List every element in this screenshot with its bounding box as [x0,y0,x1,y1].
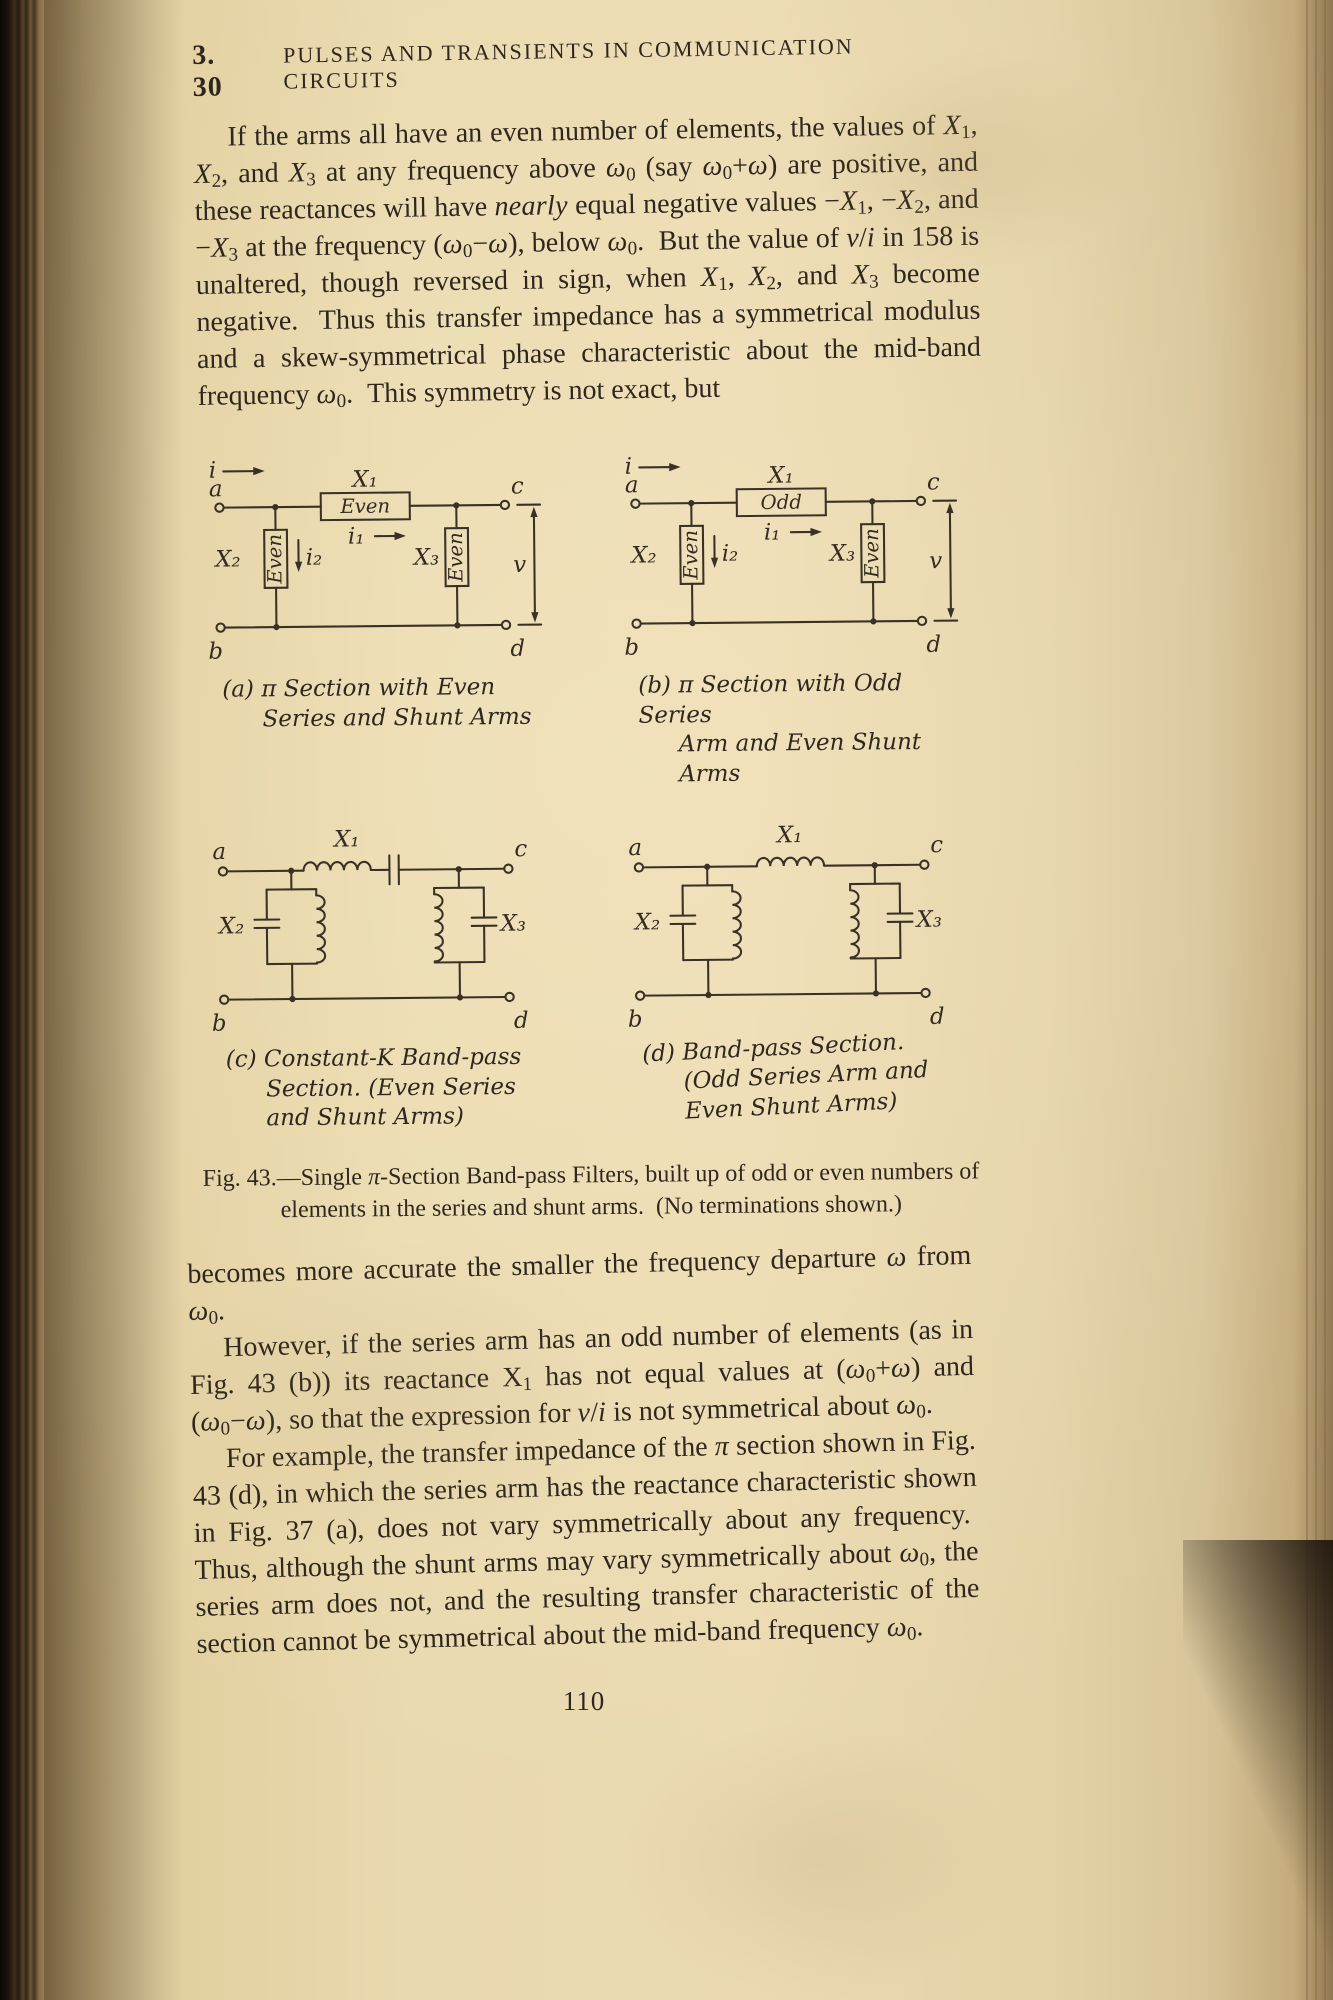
series-arm-label: Odd [761,490,802,513]
top-text-block: 3. 30 PULSES AND TRANSIENTS IN COMMUNICA… [192,28,982,416]
wires [630,462,959,629]
terminal-b-label: b [212,1010,227,1036]
reactance-x3-label: X₃ [828,540,856,566]
caption-panel-a: (a) π Section with Even Series and Shunt… [194,672,563,734]
page-number: 110 [562,1685,606,1716]
page-corner-shadow [1183,1540,1333,2000]
reactance-x1-label: X₁ [766,462,794,488]
figure-panel-c: a c X₁ X₂ X₃ b d (c) Constant-K Band-pas… [196,816,567,1134]
page-content: 3. 30 PULSES AND TRANSIENTS IN COMMUNICA… [187,34,981,1717]
terminal-a-label: a [209,476,223,502]
voltage-label: v [929,548,942,574]
terminal-a-label: a [212,839,226,865]
caption-b-line2: Arm and Even Shunt Arms [678,728,922,787]
caption-c-line2: Section. (Even Series [266,1073,517,1102]
labels: i a c X₁ Odd i₁ X₂ Even i₂ X₃ Even b [624,453,942,660]
reactance-x1-label: X₁ [350,466,378,492]
paragraph-1: If the arms all have an even number of e… [193,109,982,412]
terminal-d-label: d [930,1004,945,1030]
terminal-b-label: b [624,634,639,660]
bottom-text-block: becomes more accurate the smaller the fr… [187,1238,981,1664]
figure-caption-line2: elements in the series and shunt arms. (… [280,1191,903,1223]
current-i2-label: i₂ [306,544,323,570]
paragraph-2b: However, if the series arm has an odd nu… [189,1313,975,1440]
reactance-x2-label: X₂ [633,909,661,935]
current-i1-label: i₁ [764,519,781,545]
figure-row-1: i a c X₁ Even i₁ X₂ Even i₂ X₃ Even b [192,442,979,794]
figure-panel-b: i a c X₁ Odd i₁ X₂ Even i₂ X₃ Even b [608,442,979,790]
shunt-right-label: Even [860,528,883,579]
reactance-x1-label: X₁ [332,826,360,852]
current-i2-label: i₂ [722,540,739,566]
current-i-label: i [209,457,217,483]
wires [214,466,543,633]
terminal-b-label: b [628,1006,643,1032]
shunt-left-label: Even [263,533,286,584]
caption-c-line1: (c) Constant-K Band-pass [225,1043,522,1073]
labels: a c X₁ X₂ X₃ b d [212,826,529,1036]
labels: a c X₁ X₂ X₃ b d [628,822,945,1033]
wires [633,856,931,1001]
figure-panel-a: i a c X₁ Even i₁ X₂ Even i₂ X₃ Even b [192,446,563,794]
terminal-d-label: d [926,631,941,657]
chapter-title: PULSES AND TRANSIENTS IN COMMUNICATION C… [282,33,854,94]
terminal-a-label: a [625,472,639,498]
series-arm-label: Even [339,494,390,517]
circuit-diagram-d: a c X₁ X₂ X₃ b d [628,822,945,1033]
reactance-x1-label: X₁ [775,822,803,848]
book-spine-edge [0,0,44,2000]
caption-panel-c: (c) Constant-K Band-pass Section. (Even … [198,1043,567,1135]
terminal-c-label: c [511,473,524,499]
section-number: 3. 30 [192,39,223,103]
caption-a-line1: (a) π Section with Even [222,674,496,703]
circuit-diagram-a: i a c X₁ Even i₁ X₂ Even i₂ X₃ Even b [208,457,543,664]
current-i-label: i [625,453,633,479]
running-head: 3. 30 PULSES AND TRANSIENTS IN COMMUNICA… [192,28,977,104]
wires [217,853,515,1005]
terminal-c-label: c [930,832,943,858]
current-i1-label: i₁ [348,523,365,549]
figure-panel-d: a c X₁ X₂ X₃ b d (d) Band-pass Section. … [612,812,983,1130]
shunt-right-label: Even [444,532,467,583]
figure-43: i a c X₁ Even i₁ X₂ Even i₂ X₃ Even b [192,442,983,1227]
terminal-a-label: a [628,835,642,861]
terminal-d-label: d [510,635,525,661]
caption-a-line2: Series and Shunt Arms [262,703,532,732]
terminal-c-label: c [514,836,527,862]
reactance-x3-label: X₃ [914,906,942,932]
reactance-x3-label: X₃ [499,910,527,936]
caption-panel-d: (d) Band-pass Section. (Odd Series Arm a… [614,1024,986,1130]
terminal-d-label: d [514,1008,529,1034]
figure-caption: Fig. 43.—Single π-Section Band-pass Filt… [199,1155,984,1227]
reactance-x2-label: X₂ [217,913,245,939]
caption-panel-b: (b) π Section with Odd Series Arm and Ev… [610,668,979,789]
shunt-left-label: Even [679,530,702,581]
voltage-label: v [513,552,526,578]
reactance-x2-label: X₂ [629,542,657,568]
terminal-b-label: b [208,638,223,664]
reactance-x3-label: X₃ [412,544,440,570]
figure-row-2: a c X₁ X₂ X₃ b d (c) Constant-K Band-pas… [196,812,983,1134]
paragraph-2c: For example, the transfer impedance of t… [192,1424,980,1660]
circuit-diagram-b: i a c X₁ Odd i₁ X₂ Even i₂ X₃ Even b [624,453,959,660]
book-page: 3. 30 PULSES AND TRANSIENTS IN COMMUNICA… [44,0,1333,2000]
labels: i a c X₁ Even i₁ X₂ Even i₂ X₃ Even b [208,457,526,664]
circuit-diagram-c: a c X₁ X₂ X₃ b d [212,826,529,1036]
caption-b-line1: (b) π Section with Odd Series [638,670,903,729]
reactance-x2-label: X₂ [213,546,241,572]
terminal-c-label: c [927,469,940,495]
caption-c-line3: and Shunt Arms) [266,1103,465,1132]
